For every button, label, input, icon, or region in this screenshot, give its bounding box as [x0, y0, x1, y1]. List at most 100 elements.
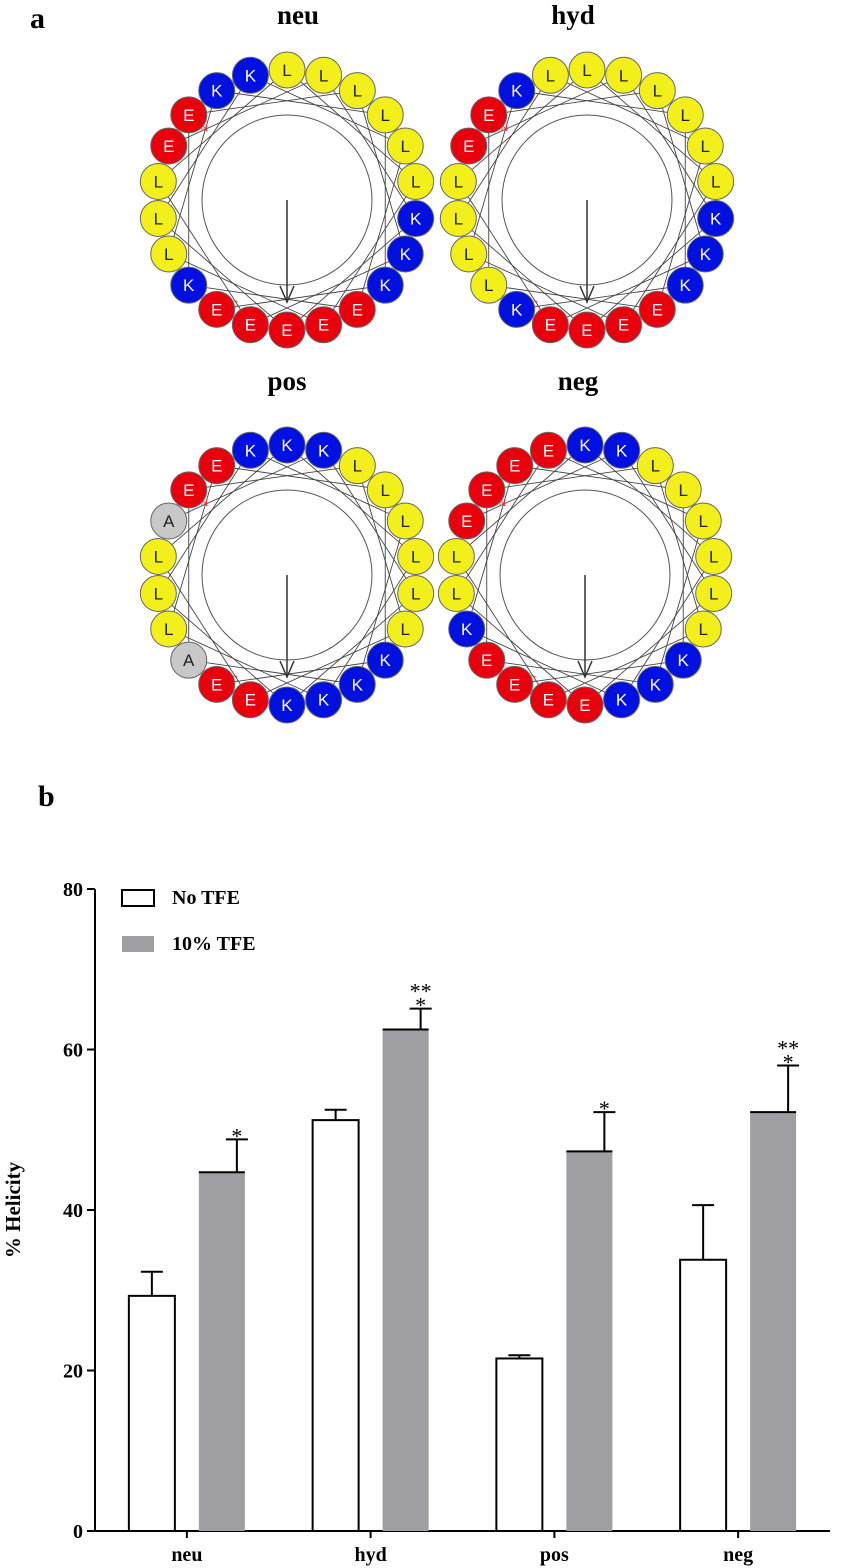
moment-arrow-head: [279, 660, 295, 679]
legend-label: No TFE: [172, 887, 240, 909]
residue-circle: [170, 96, 208, 134]
residue-circle: [338, 290, 376, 328]
residue-letter: L: [401, 620, 410, 639]
helix-link-line: [550, 253, 706, 326]
residue-circle: [386, 127, 424, 165]
residue-letter: L: [699, 512, 708, 531]
legend-swatch: [121, 889, 155, 907]
residue-circle: [366, 96, 404, 134]
residue-letter: E: [211, 675, 222, 694]
helix-link-line: [216, 284, 386, 310]
significance-mark: *: [231, 1123, 242, 1148]
residue-circle: [636, 665, 674, 703]
residue-circle: [470, 96, 508, 134]
residue-circle: [268, 311, 306, 349]
helix-link-line: [516, 284, 686, 310]
residue-letter: A: [163, 512, 175, 531]
residue-circle: [496, 665, 534, 703]
significance-mark: **: [410, 979, 432, 1004]
helix-link-line: [168, 253, 324, 326]
residue-letter: L: [411, 585, 420, 604]
helix-link-line: [250, 449, 406, 522]
helix-link-line: [516, 90, 686, 116]
residue-circle: [268, 426, 306, 464]
residue-circle: [198, 72, 236, 110]
helical-wheel-hyd: hydNCEEKLLLLLLLKKKEEEEKLLLL: [439, 0, 735, 349]
residue-circle: [448, 610, 486, 648]
residue-letter: L: [454, 172, 463, 191]
residue-circle: [448, 502, 486, 540]
helix-link-line: [157, 181, 251, 325]
residue-circle: [439, 162, 477, 200]
helix-link-line: [623, 75, 717, 219]
helix-link-line: [286, 593, 416, 706]
residue-circle: [338, 447, 376, 485]
helix-link-line: [488, 284, 658, 310]
residue-letter: L: [653, 82, 662, 101]
helix-link-line: [158, 593, 288, 706]
helix-link-line: [455, 556, 549, 700]
residue-letter: L: [651, 457, 660, 476]
helix-link-line: [188, 284, 358, 310]
residue-circle: [605, 56, 643, 94]
residue-circle: [498, 290, 536, 328]
bar-tfe-hyd: [382, 1029, 429, 1531]
residue-letter: E: [579, 696, 590, 715]
residue-circle: [198, 447, 236, 485]
residue-letter: E: [652, 300, 663, 319]
panel-a-label: a: [30, 2, 45, 35]
residue-circle: [170, 266, 208, 304]
residue-letter: K: [281, 696, 293, 715]
residue-circle: [603, 681, 641, 719]
residue-circle: [397, 538, 435, 576]
residue-circle: [686, 235, 724, 273]
helix-link-line: [458, 218, 588, 331]
residue-circle: [638, 72, 676, 110]
y-tick-label: 60: [63, 1040, 83, 1062]
residue-circle: [636, 447, 674, 485]
helix-link-line: [286, 444, 416, 557]
residue-letter: L: [709, 585, 718, 604]
helix-link-line: [216, 659, 386, 685]
residue-letter: L: [681, 106, 690, 125]
residue-circle: [496, 447, 534, 485]
residue-letter: E: [318, 316, 329, 335]
residue-circle: [697, 200, 735, 238]
residue-letter: L: [454, 209, 463, 228]
helix-link-line: [168, 90, 218, 255]
residue-circle: [666, 266, 704, 304]
residue-circle: [170, 471, 208, 509]
residue-letter: L: [546, 66, 555, 85]
helix-link-line: [455, 450, 549, 594]
residue-letter: A: [183, 651, 195, 670]
helix-link-line: [586, 69, 716, 182]
residue-letter: E: [461, 512, 472, 531]
wheel-title: pos: [267, 366, 306, 396]
residue-circle: [531, 306, 569, 344]
helix-link-line: [158, 444, 288, 557]
residue-circle: [397, 200, 435, 238]
helix-link-line: [323, 450, 417, 594]
residue-letter: K: [680, 276, 692, 295]
significance-mark: **: [777, 1036, 799, 1061]
residue-circle: [529, 681, 567, 719]
helix-link-line: [356, 145, 406, 310]
residue-circle: [198, 290, 236, 328]
residue-letter: L: [353, 457, 362, 476]
residue-circle: [439, 199, 477, 237]
residue-circle: [605, 306, 643, 344]
helix-link-line: [486, 465, 656, 491]
residue-circle: [338, 72, 376, 110]
residue-letter: L: [154, 209, 163, 228]
residue-letter: L: [164, 245, 173, 264]
residue-circle: [305, 306, 343, 344]
residue-letter: K: [700, 245, 712, 264]
significance-mark: *: [599, 1096, 610, 1121]
helical-wheel-neu: neuNCEEKKLLLLLLKKKEEEEEKLLL: [139, 0, 435, 349]
residue-circle: [437, 537, 475, 575]
residue-letter: L: [452, 547, 461, 566]
helix-link-line: [188, 90, 358, 116]
helix-link-line: [550, 74, 706, 147]
residue-letter: K: [400, 245, 412, 264]
